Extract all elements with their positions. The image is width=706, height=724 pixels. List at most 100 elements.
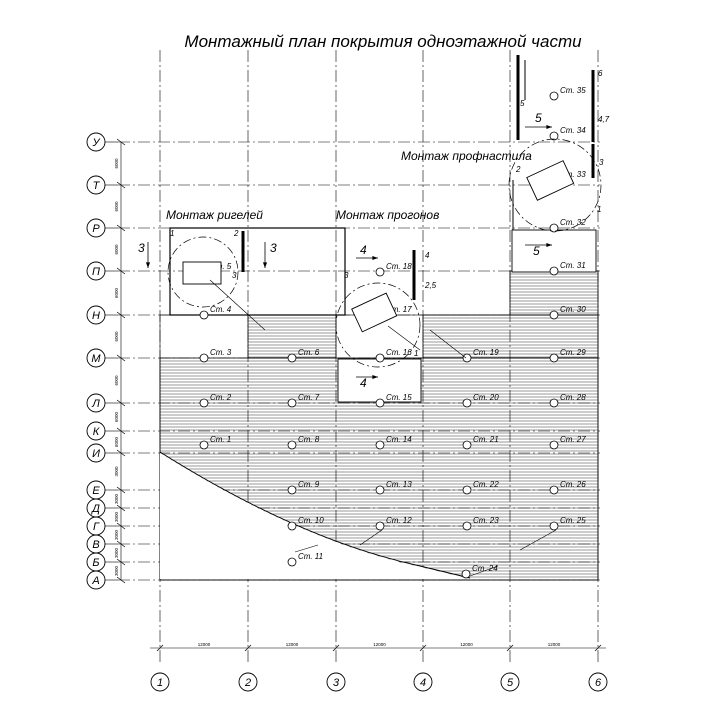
element-number: 4: [425, 251, 430, 260]
column-marker: [199, 440, 209, 450]
row-axis-label: И: [92, 448, 100, 460]
column-marker: [549, 440, 559, 450]
column-label: Ст. 24: [472, 564, 498, 573]
col-dimension-text: 12000: [373, 642, 386, 647]
column-marker: [375, 398, 385, 408]
column-label: Ст. 1: [210, 435, 231, 444]
column-label: Ст. 21: [473, 435, 499, 444]
row-axis-label: Д: [90, 503, 100, 515]
row-axis-label: В: [92, 539, 99, 551]
column-marker: [462, 353, 472, 363]
direction-number: 3: [270, 241, 277, 255]
column-label: Ст. 25: [560, 516, 586, 525]
col-axis-bubble: [326, 672, 346, 692]
col-axis-label: 4: [420, 677, 426, 689]
column-marker: [375, 440, 385, 450]
decking-opening: [511, 229, 597, 273]
girder-bay-frame: [169, 227, 346, 316]
row-axis-label: Н: [92, 310, 100, 322]
column-marker: [287, 557, 297, 567]
column-marker: [199, 353, 209, 363]
column-label: Ст. 22: [473, 480, 499, 489]
column-label: Ст. 31: [560, 261, 586, 270]
column-label: Ст. 13: [386, 480, 412, 489]
direction-number: 3: [138, 241, 145, 255]
col-dim-tick: [594, 644, 602, 652]
element-number: 6: [598, 69, 603, 78]
row-dim-tick: [116, 354, 126, 362]
crane-reach-circle: [335, 282, 421, 368]
column-label: Ст. 18: [386, 262, 412, 271]
row-dim-tick: [116, 522, 126, 530]
col-axis-bubble: [238, 672, 258, 692]
element-number: 2,5: [424, 281, 437, 290]
column-label: Ст. 32: [560, 218, 586, 227]
row-axis-label: А: [91, 575, 99, 587]
direction-number: 5: [533, 244, 540, 258]
element-number: 1: [414, 349, 418, 358]
row-dim-tick: [116, 504, 126, 512]
column-label: Ст. 6: [298, 348, 320, 357]
direction-number: 5: [535, 111, 542, 125]
row-dimension-text: 6000: [114, 436, 119, 447]
column-label: Ст. 2: [210, 393, 232, 402]
col-axis-bubble: [150, 672, 170, 692]
element-number: 3: [344, 271, 349, 280]
row-axis-label: П: [92, 266, 100, 278]
row-axis-label: Р: [92, 223, 100, 235]
column-label: Ст. 14: [386, 435, 412, 444]
column-marker: [287, 440, 297, 450]
purlins-zone-label: Монтаж прогонов: [336, 208, 439, 222]
column-label: Ст. 27: [560, 435, 586, 444]
row-dimension-text: 6000: [114, 158, 119, 169]
element-number: 4,7: [598, 115, 610, 124]
column-label: Ст. 3: [210, 348, 232, 357]
column-marker: [199, 398, 209, 408]
col-dim-tick: [506, 644, 514, 652]
column-marker: [549, 310, 559, 320]
col-dimension-text: 12000: [548, 642, 561, 647]
row-dim-tick: [116, 311, 126, 319]
row-dimension-text: 3000: [114, 565, 119, 576]
row-dimension-text: 3000: [114, 547, 119, 558]
row-dim-tick: [116, 486, 126, 494]
col-dim-tick: [156, 644, 164, 652]
row-dim-tick: [116, 181, 126, 189]
column-marker: [549, 91, 559, 101]
col-axis-bubble: [500, 672, 520, 692]
column-label: Ст. 15: [386, 393, 412, 402]
leader-line: [519, 529, 557, 551]
crane-body: [182, 261, 222, 285]
column-marker: [462, 485, 472, 495]
column-label: Ст. 10: [298, 516, 324, 525]
direction-number: 4: [360, 376, 367, 390]
column-label: Ст. 11: [298, 552, 323, 561]
girders-zone-label: Монтаж ригелей: [166, 208, 263, 222]
column-marker: [287, 521, 297, 531]
row-dim-tick: [116, 224, 126, 232]
col-axis-bubble: [588, 672, 608, 692]
row-dimension-text: 3000: [114, 493, 119, 504]
row-axis-label: М: [91, 353, 101, 365]
column-marker: [549, 353, 559, 363]
column-marker: [375, 485, 385, 495]
cutoff-area: [160, 453, 470, 579]
direction-arrowhead: [372, 374, 378, 380]
column-marker: [375, 267, 385, 277]
column-label: Ст. 4: [210, 305, 232, 314]
row-dimension-text: 3000: [114, 529, 119, 540]
element-number: 1: [170, 229, 174, 238]
column-label: Ст. 30: [560, 305, 586, 314]
column-label: Ст. 8: [298, 435, 320, 444]
column-label: Ст. 16: [386, 348, 412, 357]
crane-reach-circle: [508, 138, 602, 232]
row-dim-tick: [116, 540, 126, 548]
column-label: Ст. 20: [473, 393, 499, 402]
slab-area: [247, 314, 337, 359]
column-label: Ст. 35: [560, 86, 586, 95]
crane-reach-circle: [167, 236, 239, 308]
col-dimension-text: 12000: [198, 642, 211, 647]
row-axis-label: Е: [92, 485, 100, 497]
